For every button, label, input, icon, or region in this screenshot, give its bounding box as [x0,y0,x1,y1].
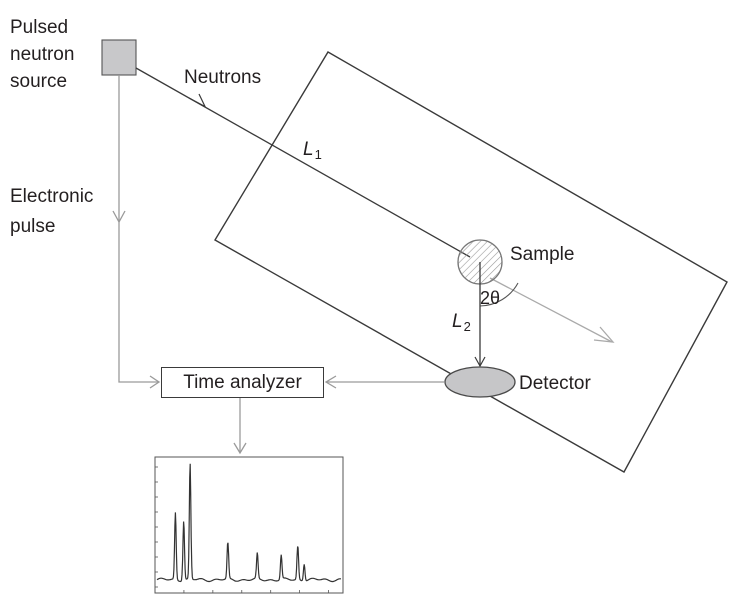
l1-label: L1 [303,138,322,167]
pulse-label-line2: pulse [10,216,56,237]
l2-subscript: 2 [463,319,471,334]
detector-label: Detector [519,373,591,394]
analyzer-output-arrow [233,442,247,455]
neutron-source-block [101,39,137,76]
electronic-pulse-label: Electronic pulse [10,182,93,242]
l1-subscript: 1 [314,147,322,162]
scattered-beam-arrow [474,356,486,368]
electronic-pulse-arrow [112,210,126,224]
time-analyzer-box: Time analyzer [161,367,324,398]
scattering-angle-arc [479,282,519,307]
analyzer-input-arrow [149,375,161,389]
l1-letter: L [303,139,314,160]
electronic-pulse-line [118,75,159,383]
instrument-enclosure [214,51,728,473]
neutron-direction-arrow [188,93,207,108]
neutrons-label: Neutrons [184,67,262,88]
source-label: Pulsed neutron source [10,14,74,95]
detector-signal-arrow [324,375,337,389]
source-label-line3: source [10,71,68,92]
spectrum-ticks [155,466,329,593]
source-label-line1: Pulsed [10,17,69,38]
transmitted-beam [489,277,613,343]
diffraction-spectrum [154,456,344,594]
l2-letter: L [452,311,463,332]
pulse-label-line1: Electronic [10,186,94,207]
l2-label: L2 [452,310,471,339]
sample-label: Sample [510,244,575,265]
detector-ellipse [444,366,516,398]
transmitted-beam-arrow [593,326,615,343]
spectrum-trace [156,463,341,583]
source-label-line2: neutron [10,44,75,65]
spectrum-frame [154,456,344,594]
two-theta-label: 2θ [480,288,501,308]
